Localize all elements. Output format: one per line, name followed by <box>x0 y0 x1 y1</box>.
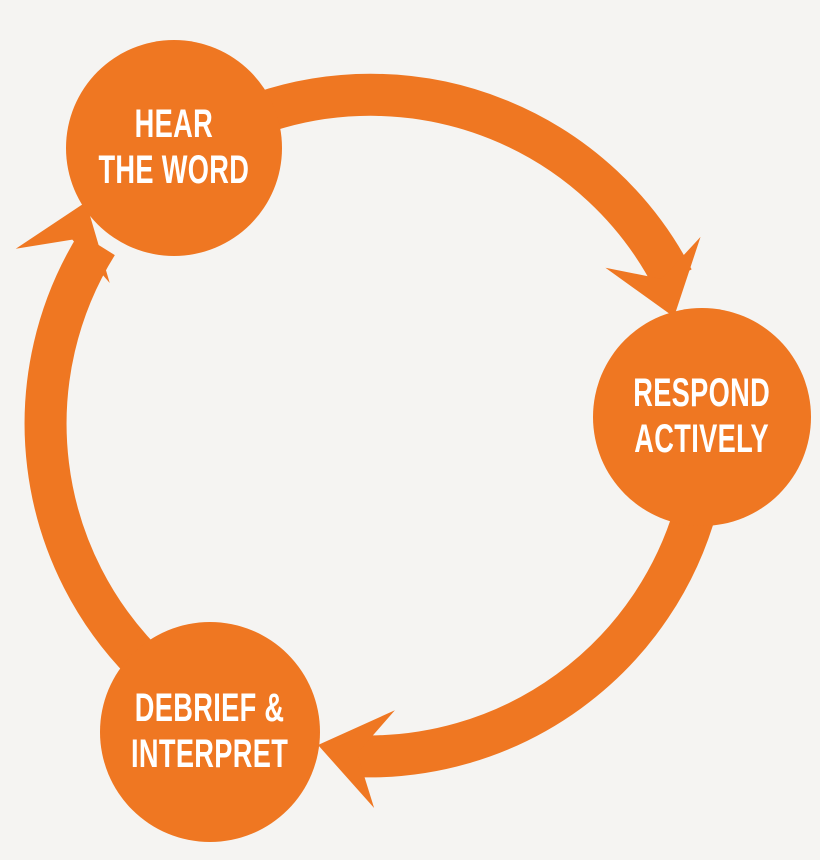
node-label-line: ACTIVELY <box>634 417 770 461</box>
arc-hear-to-respond <box>254 73 692 289</box>
node-hear-the-word-label: HEAR THE WORD <box>99 102 250 193</box>
node-debrief-interpret: DEBRIEF & INTERPRET <box>100 622 320 842</box>
node-debrief-interpret-label: DEBRIEF & INTERPRET <box>131 686 288 777</box>
node-respond-actively-label: RESPOND ACTIVELY <box>634 371 771 462</box>
node-label-line: THE WORD <box>98 148 250 192</box>
arc-debrief-to-hear <box>24 232 164 684</box>
node-label-line: INTERPRET <box>131 732 289 776</box>
node-label-line: RESPOND <box>633 371 771 416</box>
arc-respond-to-debrief <box>350 499 718 778</box>
node-respond-actively: RESPOND ACTIVELY <box>593 308 811 526</box>
node-label-line: HEAR <box>134 102 214 147</box>
arrowhead-to-hear-icon <box>15 202 110 284</box>
arrowhead-to-debrief-icon <box>318 710 395 809</box>
node-hear-the-word: HEAR THE WORD <box>66 40 282 256</box>
arrowhead-to-respond-icon <box>605 236 701 317</box>
node-label-line: DEBRIEF & <box>135 686 285 731</box>
